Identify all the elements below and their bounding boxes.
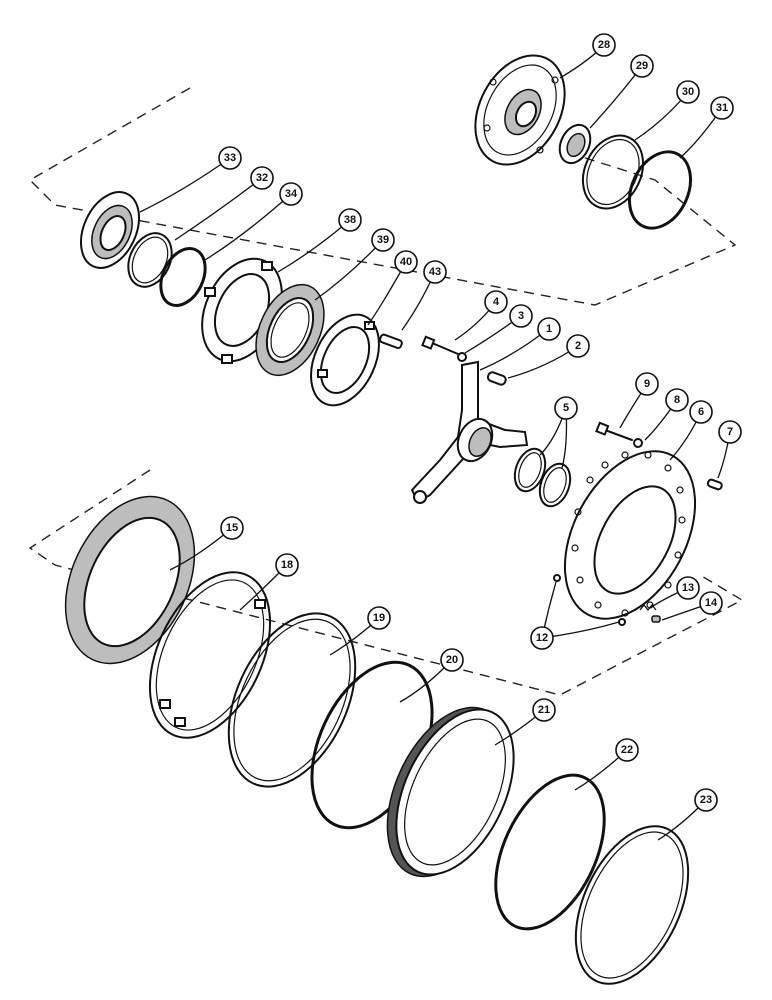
part-33-seal [79, 191, 141, 269]
callout-31: 31 [710, 96, 734, 120]
part-31-o-ring [628, 150, 692, 230]
callout-label-21: 21 [538, 704, 550, 716]
callout-label-2: 2 [575, 340, 581, 352]
callout-label-34: 34 [285, 188, 298, 200]
part-2-pin [486, 371, 507, 386]
part-5-rings [513, 447, 572, 508]
callout-label-40: 40 [400, 256, 412, 268]
callout-label-32: 32 [256, 172, 268, 184]
callout-label-8: 8 [674, 394, 680, 406]
callout-28: 28 [592, 33, 616, 57]
callout-label-6: 6 [698, 406, 704, 418]
part-8-washer [633, 438, 643, 448]
callout-38: 38 [338, 208, 362, 232]
callout-label-30: 30 [682, 86, 694, 98]
part-34-o-ring [159, 247, 207, 307]
callout-label-43: 43 [429, 266, 441, 278]
callout-13: 13 [676, 576, 700, 600]
callout-label-20: 20 [446, 654, 458, 666]
part-13-spring [639, 604, 657, 611]
part-3-washer [457, 352, 467, 362]
callout-21: 21 [532, 698, 556, 722]
part-23-ring [574, 825, 690, 985]
callout-label-14: 14 [705, 597, 718, 609]
callout-label-31: 31 [716, 102, 728, 114]
part-43-pin [379, 333, 403, 350]
callout-label-9: 9 [644, 378, 650, 390]
part-29-seal [558, 123, 592, 165]
callout-2: 2 [566, 334, 590, 358]
callout-5: 5 [554, 396, 578, 420]
part-6-backing-plate [563, 450, 697, 620]
callout-label-38: 38 [344, 214, 356, 226]
part-22-o-ring [494, 773, 606, 931]
callout-label-4: 4 [493, 296, 500, 308]
part-1-lever [410, 360, 529, 504]
callout-14: 14 [699, 591, 723, 615]
part-21-piston [386, 706, 515, 878]
callout-6: 6 [689, 400, 713, 424]
part-7-pin [706, 478, 723, 491]
callout-label-5: 5 [563, 402, 569, 414]
callout-label-19: 19 [373, 612, 385, 624]
part-12-ball-b [618, 618, 626, 626]
callout-label-13: 13 [682, 582, 694, 594]
callout-label-39: 39 [377, 234, 389, 246]
callout-33: 33 [218, 146, 242, 170]
part-39-friction-disc [255, 283, 325, 377]
callout-label-18: 18 [281, 559, 293, 571]
callout-4: 4 [484, 290, 508, 314]
part-18-separator-plate [148, 571, 272, 739]
callout-15: 15 [220, 516, 244, 540]
callout-12: 12 [530, 626, 554, 650]
part-14-plug [651, 615, 661, 623]
callout-label-3: 3 [518, 310, 524, 322]
callout-19: 19 [367, 606, 391, 630]
callout-32: 32 [250, 166, 274, 190]
callout-18: 18 [275, 553, 299, 577]
callout-7: 7 [718, 420, 742, 444]
part-12-ball-a [553, 574, 561, 582]
callout-label-15: 15 [226, 522, 238, 534]
callout-29: 29 [630, 54, 654, 78]
callout-label-29: 29 [636, 60, 648, 72]
part-30-ring [581, 134, 645, 210]
part-32-ring [127, 232, 173, 288]
part-28-housing [474, 54, 566, 166]
callout-20: 20 [440, 648, 464, 672]
part-15-friction-disc [64, 495, 196, 665]
callout-22: 22 [615, 738, 639, 762]
part-19-ring [227, 612, 357, 788]
callout-9: 9 [635, 372, 659, 396]
part-4-bolt [421, 335, 459, 355]
callout-34: 34 [279, 182, 303, 206]
callout-1: 1 [537, 317, 561, 341]
callout-label-23: 23 [700, 794, 712, 806]
callout-43: 43 [423, 260, 447, 284]
part-9-bolt [595, 421, 633, 441]
callout-30: 30 [676, 80, 700, 104]
callout-3: 3 [509, 304, 533, 328]
callout-23: 23 [694, 788, 718, 812]
lower-assembly-outline [28, 469, 744, 696]
callout-label-28: 28 [598, 39, 610, 51]
callout-label-1: 1 [546, 323, 552, 335]
callout-40: 40 [394, 250, 418, 274]
callout-39: 39 [371, 228, 395, 252]
callout-label-33: 33 [224, 152, 236, 164]
callout-label-22: 22 [621, 744, 633, 756]
callout-label-7: 7 [727, 426, 733, 438]
callout-label-12: 12 [536, 632, 548, 644]
upper-assembly-outline [28, 87, 737, 306]
callout-8: 8 [665, 388, 689, 412]
part-40-plate [310, 313, 380, 407]
